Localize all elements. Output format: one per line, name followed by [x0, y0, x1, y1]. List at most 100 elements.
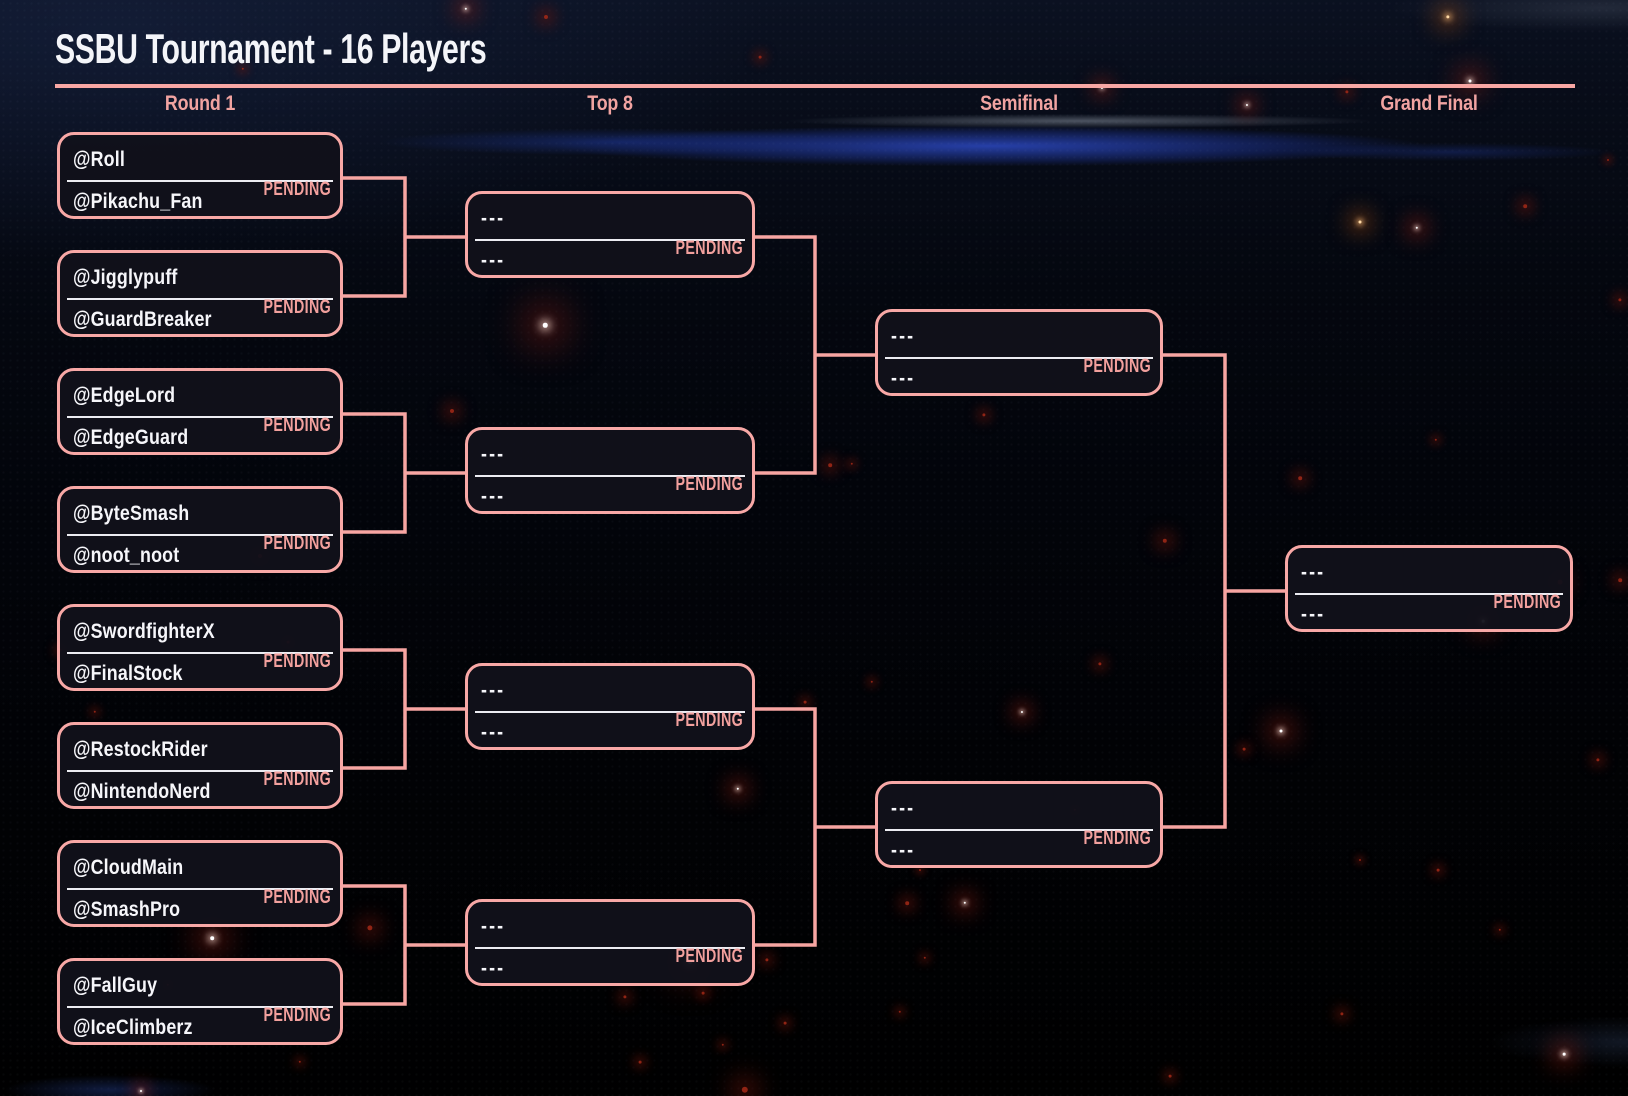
player1-name: @FallGuy: [73, 974, 158, 997]
match-status-badge: PENDING: [675, 474, 743, 495]
match-status-badge: PENDING: [263, 769, 331, 790]
player1-name: @EdgeLord: [73, 384, 176, 407]
star: [1596, 758, 1600, 762]
player2-name: ---: [481, 721, 506, 744]
player2-name: @IceClimberz: [73, 1016, 193, 1039]
star: [850, 462, 854, 466]
page-title: SSBU Tournament - 16 Players: [55, 25, 487, 72]
player2-name: @EdgeGuard: [73, 426, 189, 449]
player1-name: @SwordfighterX: [73, 620, 215, 643]
star: [298, 1060, 302, 1064]
player1-name: ---: [481, 679, 506, 702]
star: [1359, 859, 1361, 861]
match-card-semifinal-m1[interactable]: --- PENDING ---: [875, 309, 1163, 396]
star: [241, 67, 245, 71]
match-card-top8-m2[interactable]: --- PENDING ---: [465, 427, 755, 514]
star: [736, 787, 740, 791]
star: [828, 463, 832, 467]
match-card-top8-m4[interactable]: --- PENDING ---: [465, 899, 755, 986]
star: [741, 1086, 749, 1094]
player1-name: ---: [891, 325, 916, 348]
player2-name: ---: [891, 367, 916, 390]
star: [1245, 103, 1249, 107]
star: [1098, 662, 1102, 666]
match-status-badge: PENDING: [263, 887, 331, 908]
match-divider: [885, 357, 1153, 359]
star: [638, 1060, 642, 1064]
player2-name: ---: [1301, 603, 1326, 626]
star: [963, 901, 967, 905]
star: [140, 1090, 142, 1092]
match-card-r1-m5[interactable]: @SwordfighterX PENDING @FinalStock: [57, 604, 343, 691]
player2-name: ---: [481, 485, 506, 508]
match-status-badge: PENDING: [1493, 592, 1561, 613]
star: [1446, 15, 1450, 19]
star: [765, 958, 769, 962]
match-status-badge: PENDING: [263, 297, 331, 318]
star: [1562, 1052, 1566, 1056]
star: [721, 1043, 725, 1047]
star: [1468, 79, 1472, 83]
star: [803, 700, 807, 704]
match-status-badge: PENDING: [675, 946, 743, 967]
player2-name: ---: [891, 839, 916, 862]
star: [701, 991, 705, 995]
star: [464, 7, 468, 11]
match-card-r1-m3[interactable]: @EdgeLord PENDING @EdgeGuard: [57, 368, 343, 455]
match-divider: [475, 711, 745, 713]
star: [898, 1010, 902, 1014]
match-status-badge: PENDING: [263, 415, 331, 436]
match-status-badge: PENDING: [263, 651, 331, 672]
match-card-top8-m1[interactable]: --- PENDING ---: [465, 191, 755, 278]
match-divider: [67, 888, 333, 890]
match-divider: [67, 180, 333, 182]
star: [1607, 159, 1609, 161]
player1-name: @RestockRider: [73, 738, 208, 761]
star: [1345, 90, 1349, 94]
star: [783, 1021, 787, 1025]
star: [758, 55, 762, 59]
match-divider: [67, 1006, 333, 1008]
match-status-badge: PENDING: [263, 1005, 331, 1026]
match-card-top8-m3[interactable]: --- PENDING ---: [465, 663, 755, 750]
match-divider: [475, 475, 745, 477]
match-card-grandfinal[interactable]: --- PENDING ---: [1285, 545, 1573, 632]
match-divider: [67, 416, 333, 418]
player2-name: @FinalStock: [73, 662, 183, 685]
star: [1279, 729, 1283, 733]
match-divider: [67, 770, 333, 772]
match-card-r1-m2[interactable]: @Jigglypuff PENDING @GuardBreaker: [57, 250, 343, 337]
match-status-badge: PENDING: [263, 533, 331, 554]
star: [1618, 298, 1622, 302]
star: [623, 995, 627, 999]
star: [1618, 578, 1622, 582]
player2-name: @GuardBreaker: [73, 308, 212, 331]
match-divider: [67, 652, 333, 654]
star: [1436, 868, 1440, 872]
star: [1298, 476, 1302, 480]
title-underline: [55, 84, 1575, 88]
player1-name: @Roll: [73, 148, 125, 171]
star: [1020, 710, 1024, 714]
match-card-r1-m7[interactable]: @CloudMain PENDING @SmashPro: [57, 840, 343, 927]
match-card-r1-m1[interactable]: @Roll PENDING @Pikachu_Fan: [57, 132, 343, 219]
match-card-r1-m6[interactable]: @RestockRider PENDING @NintendoNerd: [57, 722, 343, 809]
match-card-r1-m4[interactable]: @ByteSmash PENDING @noot_noot: [57, 486, 343, 573]
star: [905, 901, 909, 905]
match-status-badge: PENDING: [675, 710, 743, 731]
player1-name: ---: [481, 915, 506, 938]
player1-name: ---: [891, 797, 916, 820]
star: [1340, 1012, 1344, 1016]
star: [923, 956, 927, 960]
match-status-badge: PENDING: [1083, 828, 1151, 849]
star: [1168, 1074, 1172, 1078]
star: [1358, 220, 1362, 224]
match-divider: [475, 947, 745, 949]
match-card-semifinal-m2[interactable]: --- PENDING ---: [875, 781, 1163, 868]
star: [982, 413, 986, 417]
match-card-r1-m8[interactable]: @FallGuy PENDING @IceClimberz: [57, 958, 343, 1045]
player2-name: @Pikachu_Fan: [73, 190, 203, 213]
match-divider: [475, 239, 745, 241]
star: [1434, 438, 1438, 442]
player1-name: ---: [481, 207, 506, 230]
